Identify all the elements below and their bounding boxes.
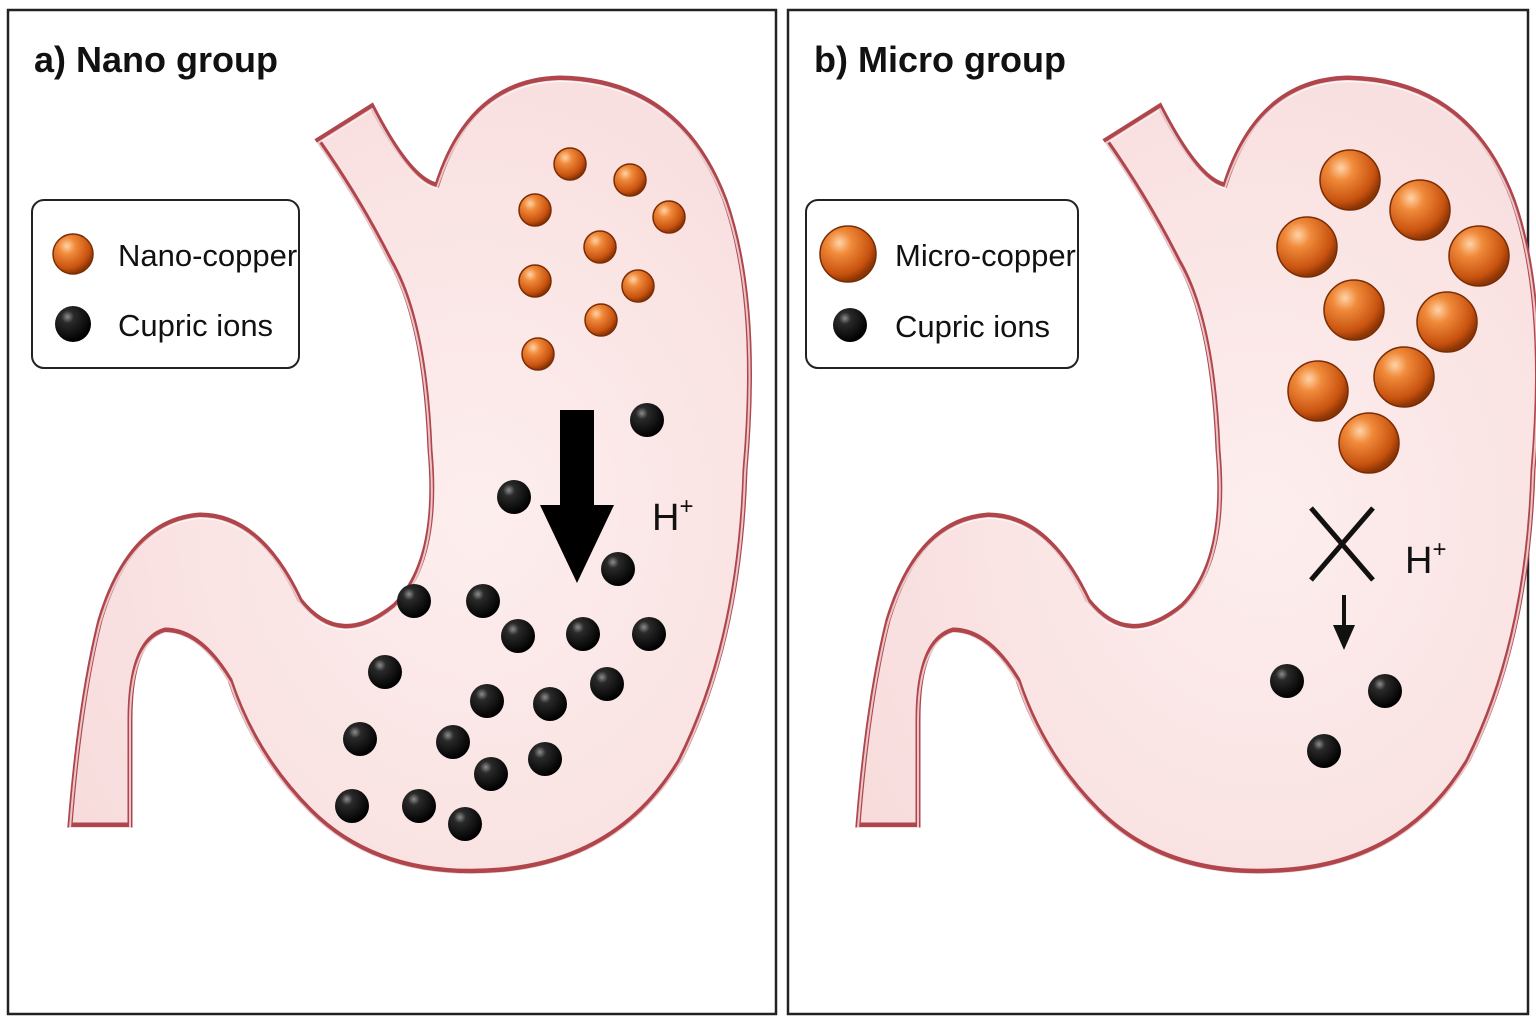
micro-copper-particle <box>1416 291 1478 353</box>
h-plus-label-a: H+ <box>652 493 693 539</box>
legend-a-ion-label: Cupric ions <box>118 308 273 343</box>
cupric-ion <box>368 655 402 689</box>
cupric-ions-b <box>1270 664 1402 768</box>
cupric-ion-legend-icon-b <box>833 308 867 342</box>
cupric-ion <box>533 687 567 721</box>
panel-nano-group: a) Nano group Nano-copper Cupric ions H+ <box>6 8 778 1016</box>
cupric-ion <box>343 722 377 756</box>
nano-copper-particle <box>553 147 587 181</box>
cupric-ion <box>528 742 562 776</box>
cupric-ion <box>501 619 535 653</box>
nano-copper-particle <box>621 269 655 303</box>
nano-copper-legend-icon <box>52 233 94 275</box>
micro-copper-particle <box>1319 149 1381 211</box>
legend-b: Micro-copper Cupric ions <box>805 199 1079 369</box>
micro-copper-legend-icon <box>819 225 877 283</box>
cupric-ion <box>402 789 436 823</box>
nano-copper-particles <box>518 147 686 371</box>
nano-copper-particle <box>613 163 647 197</box>
micro-copper-particle <box>1389 179 1451 241</box>
legend-b-particle-label: Micro-copper <box>895 238 1076 273</box>
micro-copper-particle <box>1323 279 1385 341</box>
cupric-ion <box>1368 674 1402 708</box>
cupric-ion <box>590 667 624 701</box>
cross-icon <box>1309 506 1375 582</box>
micro-copper-particle <box>1373 346 1435 408</box>
cupric-ion <box>466 584 500 618</box>
h-plus-label-b: H+ <box>1405 536 1446 582</box>
nano-copper-particle <box>518 193 552 227</box>
micro-copper-particle <box>1287 360 1349 422</box>
cupric-ion <box>470 684 504 718</box>
nano-copper-particle <box>518 264 552 298</box>
cupric-ion <box>630 403 664 437</box>
cupric-ions-a <box>335 403 666 841</box>
cupric-ion <box>474 757 508 791</box>
cupric-ion <box>632 617 666 651</box>
micro-copper-particle <box>1276 216 1338 278</box>
cupric-ion <box>566 617 600 651</box>
panel-micro-group: b) Micro group Micro-copper Cupric ions … <box>786 8 1536 1016</box>
micro-copper-particle <box>1338 412 1400 474</box>
arrow-shaft <box>560 410 594 510</box>
cupric-ion <box>436 725 470 759</box>
cupric-ion <box>601 552 635 586</box>
panel-a-title: a) Nano group <box>34 39 278 80</box>
nano-copper-particle <box>583 230 617 264</box>
arrow-head <box>540 505 614 583</box>
cross-stroke-2 <box>1309 506 1375 582</box>
cupric-ion <box>1307 734 1341 768</box>
small-arrow-head <box>1333 625 1355 650</box>
cupric-ion <box>397 584 431 618</box>
legend-a: Nano-copper Cupric ions <box>31 199 300 369</box>
legend-a-particle-label: Nano-copper <box>118 238 297 273</box>
small-down-arrow-icon <box>1333 595 1355 650</box>
nano-copper-particle <box>652 200 686 234</box>
cupric-ion <box>497 480 531 514</box>
cupric-ion <box>335 789 369 823</box>
cupric-ion-legend-icon <box>55 306 91 342</box>
micro-copper-particles <box>1276 149 1510 474</box>
nano-copper-particle <box>521 337 555 371</box>
panel-b-title: b) Micro group <box>814 39 1066 80</box>
legend-box-a <box>31 199 300 369</box>
legend-b-ion-label: Cupric ions <box>895 309 1050 344</box>
micro-copper-particle <box>1448 225 1510 287</box>
large-down-arrow-icon <box>540 410 614 583</box>
cupric-ion <box>1270 664 1304 698</box>
nano-copper-particle <box>584 303 618 337</box>
cupric-ion <box>448 807 482 841</box>
